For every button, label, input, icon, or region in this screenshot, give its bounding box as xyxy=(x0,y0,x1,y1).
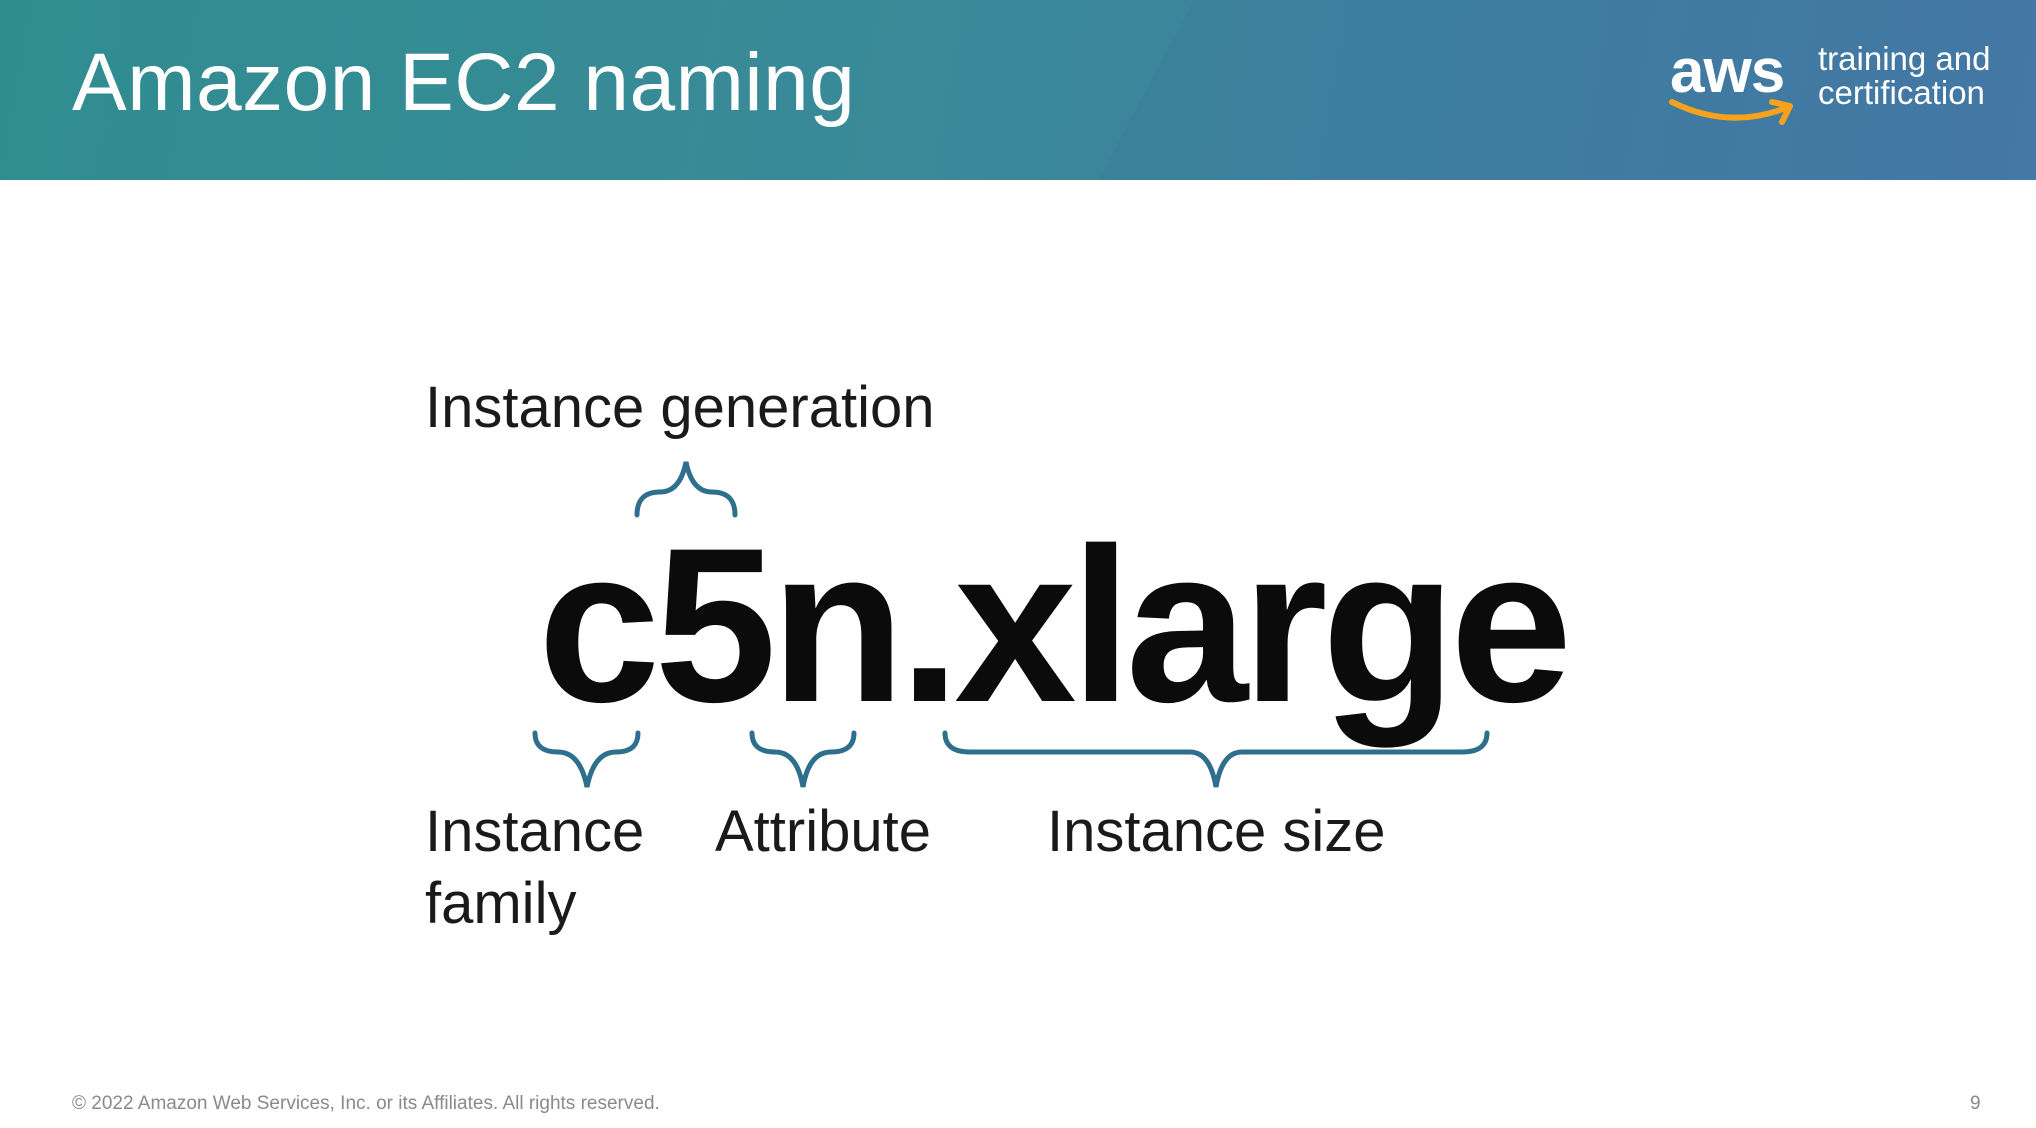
aws-smile-icon xyxy=(1669,99,1793,125)
label-family-line2: family xyxy=(425,871,577,936)
logo-wordmark: aws xyxy=(1670,37,1785,106)
page-number: 9 xyxy=(1970,1093,1981,1114)
label-family-line1: Instance xyxy=(425,799,645,864)
label-instance-family: Instance family xyxy=(425,796,644,940)
label-instance-generation: Instance generation xyxy=(425,375,935,440)
slide-title: Amazon EC2 naming xyxy=(72,37,856,128)
logo-tagline: training and certification xyxy=(1818,42,1990,110)
aws-training-logo: aws training and certification xyxy=(1668,36,2008,136)
label-attribute: Attribute xyxy=(715,799,931,864)
logo-tagline-line1: training and xyxy=(1818,40,1991,77)
logo-tagline-line2: certification xyxy=(1818,74,1985,111)
instance-type-name: c5n.xlarge xyxy=(538,502,1572,748)
header-banner: Amazon EC2 naming aws training and certi… xyxy=(0,0,2036,180)
copyright-footer: © 2022 Amazon Web Services, Inc. or its … xyxy=(72,1093,660,1114)
label-instance-size: Instance size xyxy=(1047,799,1386,864)
